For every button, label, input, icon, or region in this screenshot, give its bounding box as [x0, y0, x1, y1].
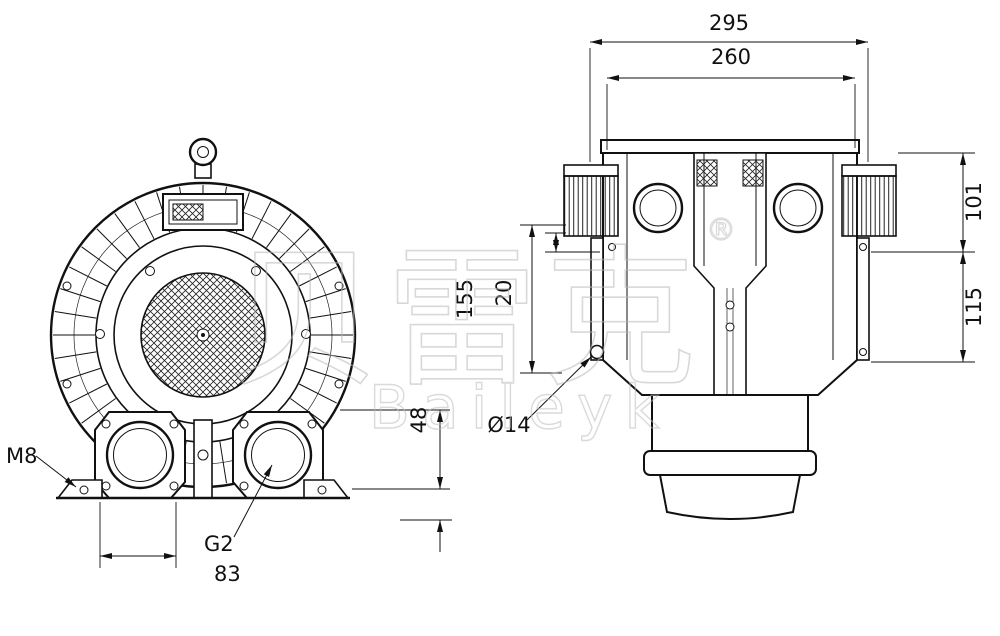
housing-screw — [62, 379, 72, 389]
left-muffler — [563, 175, 619, 237]
top-cover — [600, 139, 860, 154]
side-screw — [859, 348, 867, 356]
overall-width-label: 295 — [709, 11, 749, 35]
port-thread-label: G2 — [204, 532, 234, 556]
side-screw — [608, 243, 616, 251]
cover-screw — [251, 266, 261, 276]
watermark-latin: Baileyk — [369, 373, 671, 443]
right-port-opening — [772, 182, 824, 234]
housing-screw — [334, 281, 344, 291]
housing-screw — [334, 379, 344, 389]
cover-screw — [301, 329, 311, 339]
top-height-label: 101 — [962, 182, 986, 222]
left-height-label: 155 — [453, 279, 477, 319]
watermark-registered-mark: ® — [706, 213, 736, 248]
side-screw — [859, 243, 867, 251]
mid-height-label: 115 — [962, 287, 986, 327]
foot-thread-label: M8 — [6, 444, 37, 468]
motor — [643, 394, 817, 520]
side-view: 295 260 101 115 155 20 Ø14 — [453, 11, 986, 520]
lifting-eye-bolt — [188, 137, 218, 179]
front-view: M8 G2 83 48 — [6, 137, 452, 586]
hole-diameter-label: Ø14 — [487, 413, 530, 437]
housing-screw — [62, 281, 72, 291]
right-port — [243, 420, 313, 490]
watermark: 贝雷克 ® Baileyk — [227, 212, 736, 443]
center-column — [693, 152, 767, 396]
mounting-hole — [589, 344, 605, 360]
front-dimensions: M8 G2 83 48 — [6, 407, 452, 586]
cover-screw — [145, 266, 155, 276]
right-muffler-cap — [841, 164, 897, 177]
impeller-cover — [95, 245, 311, 425]
motor-end-cap — [658, 474, 802, 520]
watermark-cjk: 贝雷克 — [228, 231, 702, 408]
right-muffler — [841, 175, 897, 237]
intake-grill — [140, 272, 266, 398]
terminal-box — [162, 193, 244, 231]
left-flange-plate — [590, 237, 604, 361]
cover-screw — [95, 329, 105, 339]
foot-spacing-label: 83 — [214, 562, 241, 586]
body — [563, 139, 897, 520]
right-flange-plate — [856, 237, 870, 361]
left-offset-label: 20 — [492, 280, 516, 307]
body-width-label: 260 — [711, 45, 751, 69]
left-muffler-cap — [563, 164, 619, 177]
side-dimensions: 295 260 101 115 155 20 Ø14 — [453, 11, 986, 437]
port-flanges — [94, 411, 324, 499]
port-height-label: 48 — [407, 407, 431, 434]
foot-hole — [79, 485, 89, 495]
foot-hole — [317, 485, 327, 495]
left-port — [105, 420, 175, 490]
left-port-opening — [632, 182, 684, 234]
